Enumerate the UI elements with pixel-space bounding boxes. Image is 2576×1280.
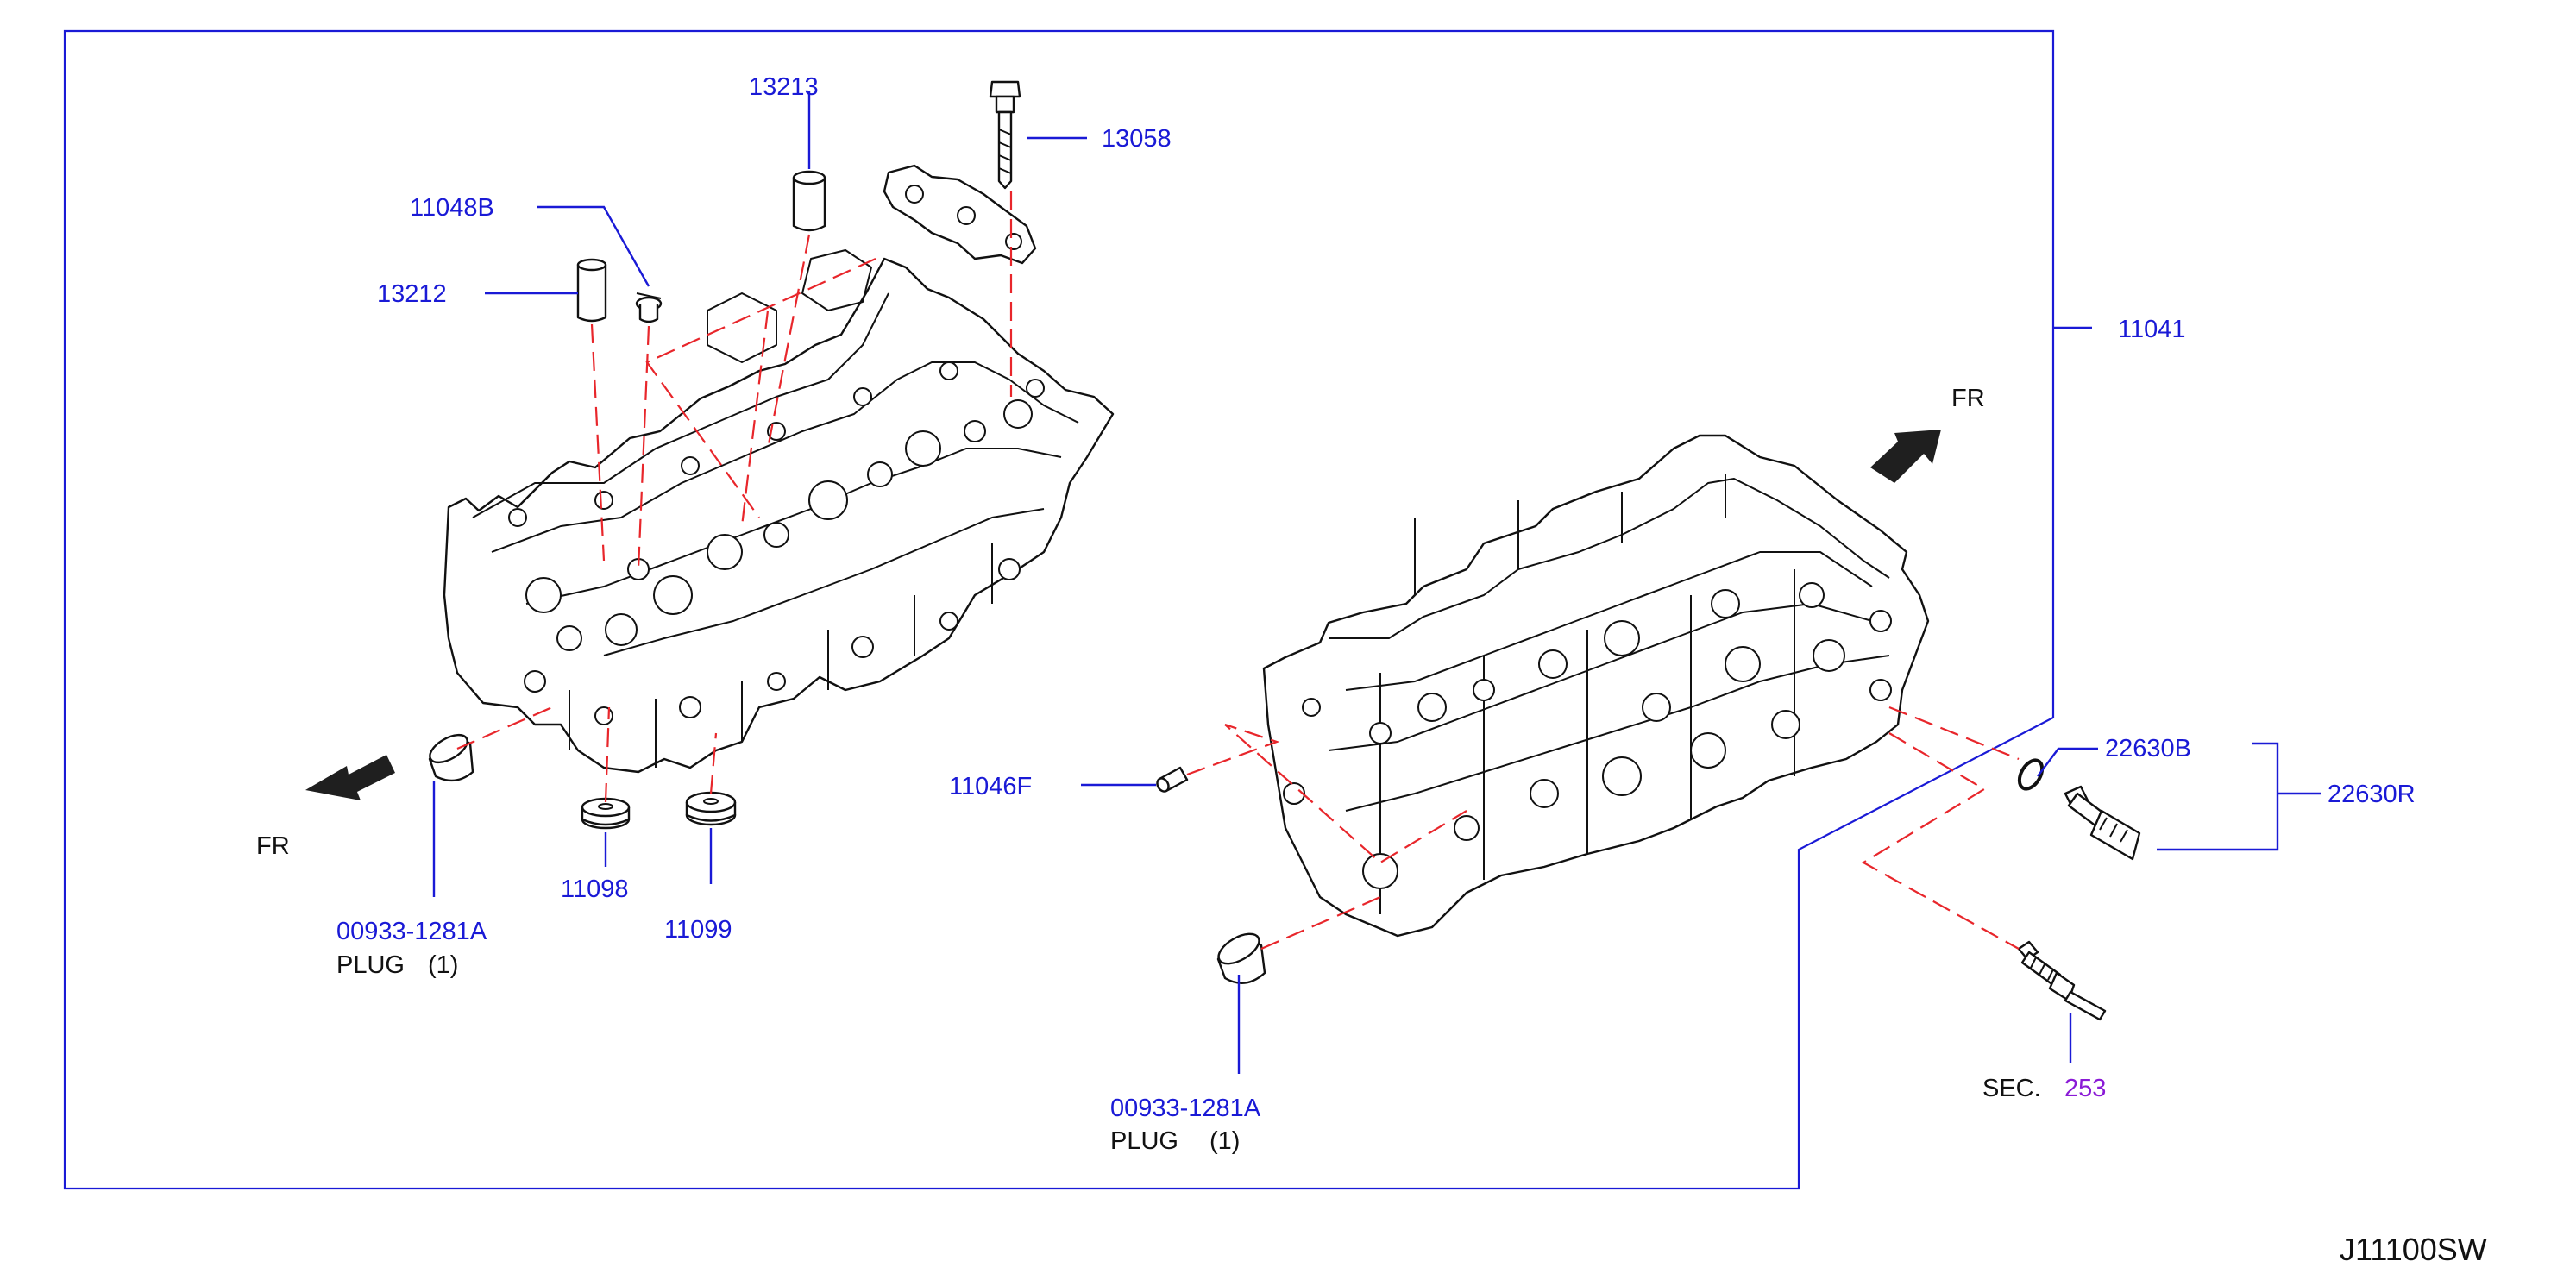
callout-13058: 13058 bbox=[1102, 125, 1172, 153]
section-label: SEC. bbox=[1982, 1075, 2041, 1102]
callout-13213: 13213 bbox=[749, 73, 819, 101]
fr-label-left: FR bbox=[256, 832, 290, 860]
bolt-13058 bbox=[989, 80, 1021, 190]
dowel-13213 bbox=[792, 170, 826, 232]
diagram-code: J11100SW bbox=[2340, 1232, 2487, 1267]
plug-right-description: PLUG bbox=[1110, 1127, 1178, 1155]
fr-label-right: FR bbox=[1951, 385, 1985, 412]
callout-11048b: 11048B bbox=[410, 194, 494, 222]
plug-right-quantity: (1) bbox=[1209, 1127, 1240, 1155]
assembly-frame bbox=[63, 29, 2055, 1190]
dowel-13212 bbox=[576, 258, 607, 323]
callout-11041: 11041 bbox=[2118, 316, 2186, 343]
plug-right-part-number: 00933-1281A bbox=[1110, 1095, 1261, 1122]
plug-left-description: PLUG bbox=[336, 951, 405, 979]
callout-22630r: 22630R bbox=[2328, 781, 2416, 808]
sensor-22630r bbox=[2064, 785, 2141, 861]
cylinder-head-right bbox=[1262, 434, 1930, 938]
callout-11046f: 11046F bbox=[949, 773, 1032, 800]
plug-right bbox=[1216, 932, 1266, 984]
fr-arrow-left-icon bbox=[305, 755, 395, 800]
bracket-13058 bbox=[883, 164, 1037, 265]
o-ring-22630b bbox=[2017, 758, 2045, 791]
fitting-11048b bbox=[635, 292, 663, 323]
plug-left bbox=[428, 733, 474, 782]
leader-lines bbox=[432, 91, 2321, 1074]
glow-plug bbox=[2017, 940, 2107, 1021]
washer-11098 bbox=[581, 797, 631, 830]
callout-11099: 11099 bbox=[664, 916, 732, 944]
plug-left-quantity: (1) bbox=[428, 951, 458, 979]
plug-left-part-number: 00933-1281A bbox=[336, 918, 487, 945]
callout-22630b: 22630B bbox=[2105, 735, 2191, 762]
callout-13212: 13212 bbox=[377, 280, 447, 308]
cylinder-head-left bbox=[443, 249, 1115, 774]
fr-arrow-right-icon bbox=[1870, 430, 1941, 483]
section-reference-link[interactable]: 253 bbox=[2064, 1075, 2106, 1102]
callout-11098: 11098 bbox=[561, 875, 629, 903]
assembly-guides bbox=[456, 191, 2020, 951]
dowel-11046f bbox=[1156, 766, 1189, 793]
washer-11099 bbox=[685, 791, 737, 826]
